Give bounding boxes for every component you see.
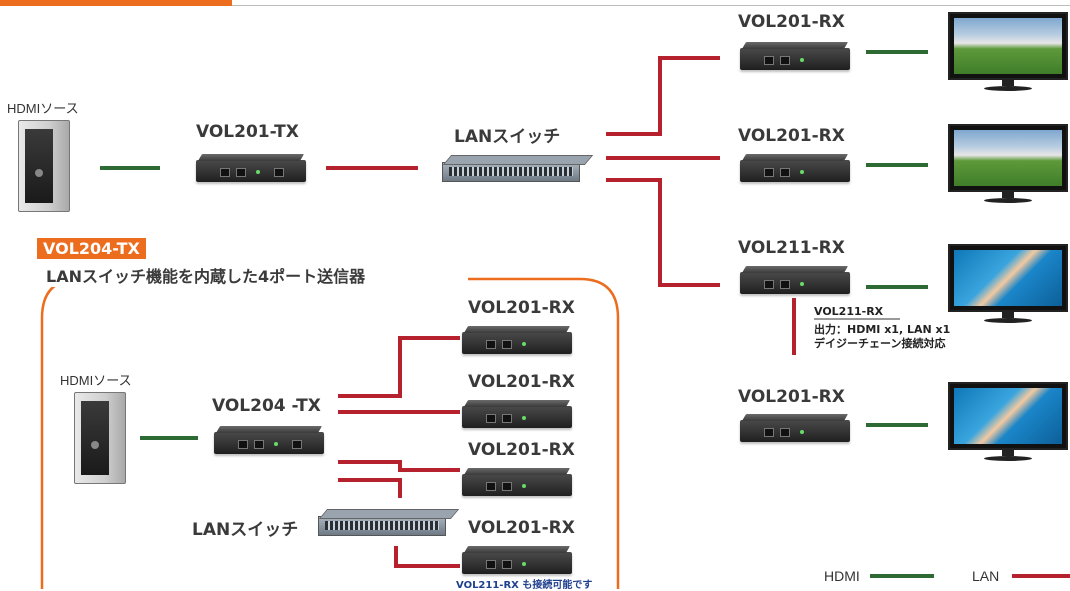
lan-line-box-tx-rx1 xyxy=(338,336,460,398)
box-rx-device-icon-3 xyxy=(462,468,572,496)
pc-tower-icon xyxy=(18,120,70,212)
box-rx-label-1: VOL201-RX xyxy=(468,298,575,318)
legend-lan-label: LAN xyxy=(972,568,1000,584)
monitor-icon-2 xyxy=(948,124,1068,204)
rx-label-3: VOL211-RX xyxy=(738,238,845,258)
box-pc-tower-icon xyxy=(74,392,126,484)
tx-device-icon xyxy=(196,154,306,182)
box-tx-label: VOL204 -TX xyxy=(212,396,321,416)
box-lan-switch-label: LANスイッチ xyxy=(192,520,299,540)
rx-device-icon-1 xyxy=(740,42,850,70)
lan-line-box-tx-switch xyxy=(338,478,402,498)
lan-switch-icon xyxy=(442,155,594,182)
hdmi-source-label: HDMIソース xyxy=(7,101,79,116)
vol211-note-title: VOL211-RX xyxy=(814,305,884,318)
box-footnote: VOL211-RX も接続可能です xyxy=(456,580,593,591)
rx-device-icon-4 xyxy=(740,414,850,442)
lan-switch-label: LANスイッチ xyxy=(454,127,561,147)
box-rx-label-4: VOL201-RX xyxy=(468,518,575,538)
monitor-icon-3 xyxy=(948,244,1068,324)
header-accent-bar xyxy=(0,0,232,6)
header-rule xyxy=(232,5,1070,6)
legend-hdmi-label: HDMI xyxy=(824,568,860,584)
box-rx-label-2: VOL201-RX xyxy=(468,372,575,392)
rx-label-1: VOL201-RX xyxy=(738,12,845,32)
box-hdmi-source-label: HDMIソース xyxy=(60,373,132,388)
rx-device-icon-3 xyxy=(740,266,850,294)
vol211-note: VOL211-RX 出力：HDMI x1, LAN x1 デイジーチェーン接続対… xyxy=(814,305,950,351)
vol204-box-title: LANスイッチ機能を内蔵した4ポート送信器 xyxy=(46,263,374,287)
monitor-icon-4 xyxy=(948,382,1068,462)
rx-label-2: VOL201-RX xyxy=(738,126,845,146)
vol204-tag: VOL204-TX xyxy=(37,238,146,259)
vol211-note-line2: デイジーチェーン接続対応 xyxy=(814,337,946,350)
lan-line-box-tx-rx3 xyxy=(338,460,460,472)
box-rx-label-3: VOL201-RX xyxy=(468,440,575,460)
lan-line-switch-rx3 xyxy=(606,178,720,287)
box-rx-device-icon-2 xyxy=(462,400,572,428)
lan-line-box-switch-rx4 xyxy=(394,546,460,568)
rx-device-icon-2 xyxy=(740,154,850,182)
vol211-note-line1: 出力：HDMI x1, LAN x1 xyxy=(814,323,951,336)
box-rx-device-icon-1 xyxy=(462,326,572,354)
lan-line-switch-rx1 xyxy=(606,56,720,136)
box-tx-device-icon xyxy=(214,426,324,454)
tx-label: VOL201-TX xyxy=(196,122,299,142)
rx-label-4: VOL201-RX xyxy=(738,387,845,407)
box-rx-device-icon-4 xyxy=(462,546,572,574)
box-lan-switch-icon xyxy=(318,509,460,536)
monitor-icon-1 xyxy=(948,12,1068,92)
